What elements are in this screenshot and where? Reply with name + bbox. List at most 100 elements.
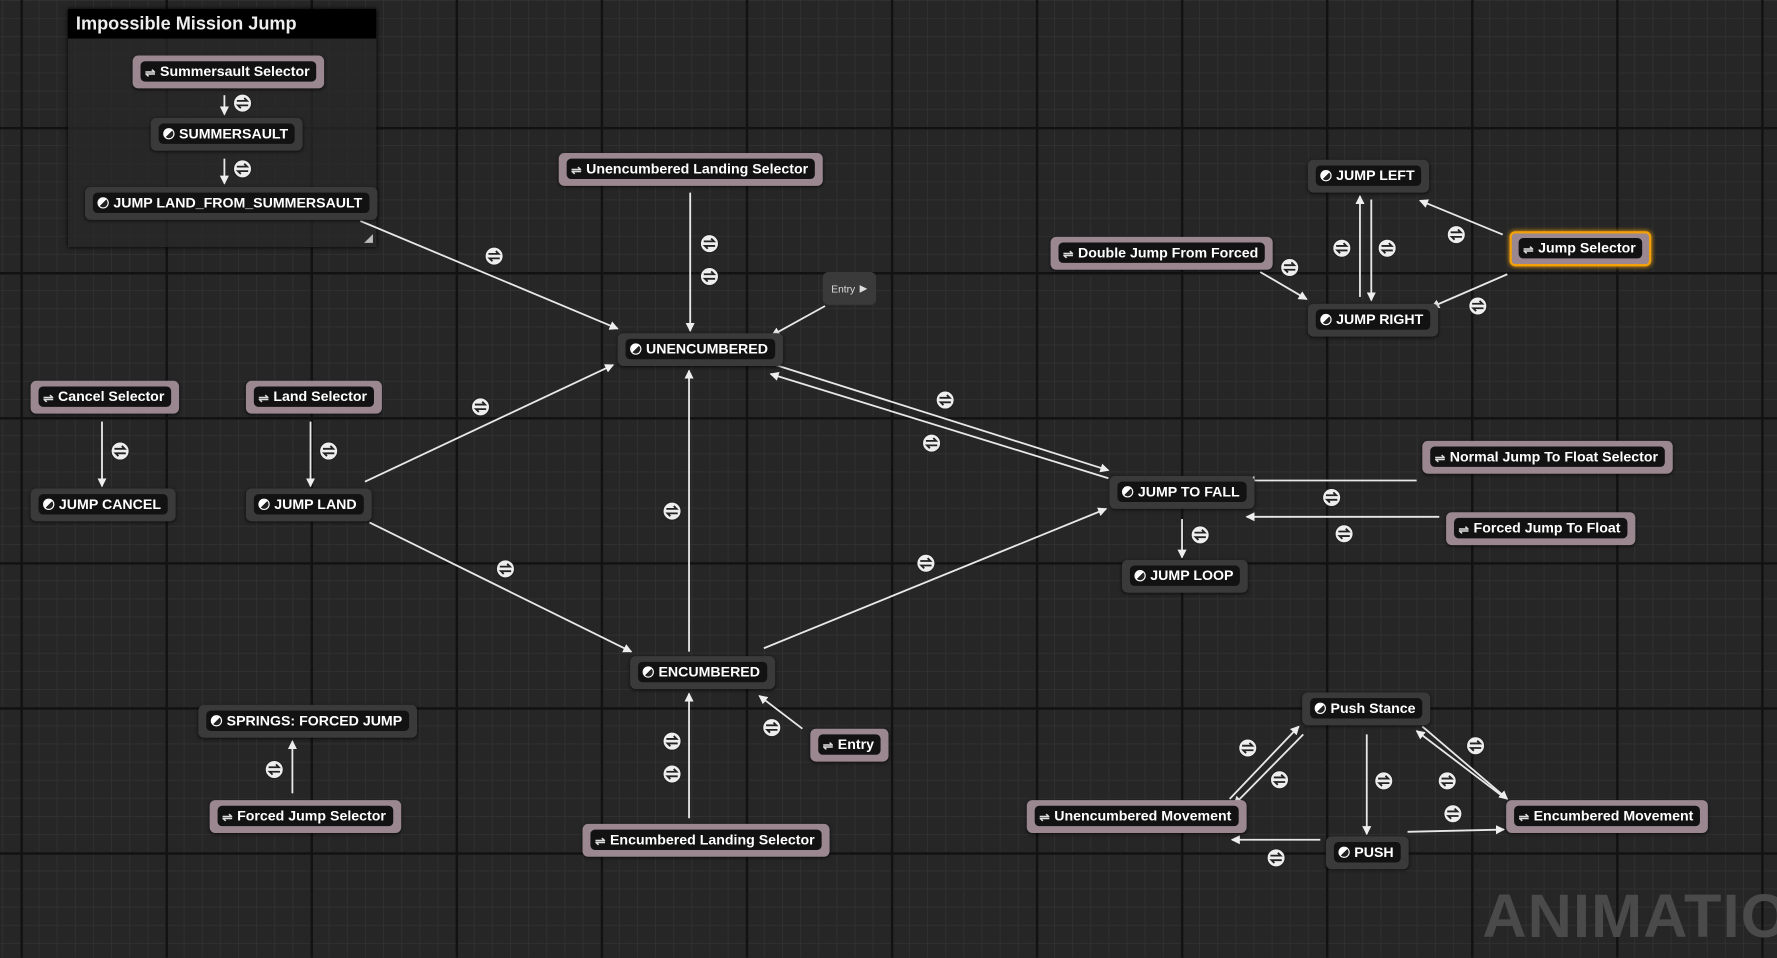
selector-icon: ⇌ [1434, 452, 1446, 466]
selector-icon: ⇌ [1039, 811, 1050, 826]
state-icon [642, 666, 654, 678]
node-double-jump-from-forced[interactable]: ⇌Double Jump From Forced [1050, 236, 1273, 270]
state-icon [1320, 169, 1332, 182]
node-summersault[interactable]: SUMMERSAULT [150, 117, 303, 151]
node-label: JUMP CANCEL [58, 496, 161, 513]
transition-rule-icon[interactable] [1374, 771, 1394, 791]
entry-arrow-icon: ▶ [859, 282, 868, 294]
transition-rule-icon[interactable] [495, 559, 516, 579]
transition-rule-icon[interactable] [1465, 736, 1486, 756]
state-icon [1320, 313, 1332, 326]
transition-rule-icon[interactable] [662, 731, 682, 751]
node-label: Summersault Selector [160, 63, 310, 80]
state-icon [1338, 846, 1350, 858]
selector-icon: ⇌ [258, 392, 269, 406]
transition-rule-icon[interactable] [662, 501, 682, 521]
node-unencumbered-movement[interactable]: ⇌Unencumbered Movement [1026, 800, 1247, 833]
transition-rule-icon[interactable] [1443, 804, 1463, 824]
node-jump-land[interactable]: JUMP LAND [245, 488, 372, 522]
node-encumbered[interactable]: ENCUMBERED [630, 656, 775, 690]
state-icon [630, 343, 642, 355]
node-push-stance[interactable]: Push Stance [1302, 692, 1431, 726]
transition-arrow [769, 371, 1109, 480]
transition-rule-icon[interactable] [699, 266, 720, 287]
node-springs-forced-jump[interactable]: SPRINGS: FORCED JUMP [198, 704, 417, 738]
node-label: Unencumbered Landing Selector [586, 160, 809, 177]
node-jump-loop[interactable]: JUMP LOOP [1121, 559, 1249, 593]
transition-arrow [1430, 273, 1508, 309]
node-jump-right[interactable]: JUMP RIGHT [1307, 303, 1439, 337]
transition-rule-icon[interactable] [232, 93, 253, 113]
transition-arrow [369, 521, 633, 653]
transition-rule-icon[interactable] [1437, 771, 1457, 791]
comment-title: Impossible Mission Jump [67, 9, 377, 39]
transition-rule-icon[interactable] [1334, 524, 1354, 544]
transition-arrow [1407, 825, 1506, 835]
transition-rule-icon[interactable] [1238, 738, 1258, 758]
selector-icon: ⇌ [145, 66, 156, 81]
selector-icon: ⇌ [822, 740, 834, 754]
transition-rule-icon[interactable] [1332, 238, 1352, 258]
transition-rule-icon[interactable] [699, 234, 720, 254]
transition-arrow [1418, 199, 1504, 236]
node-forced-jump-to-float[interactable]: ⇌Forced Jump To Float [1446, 512, 1636, 546]
transition-rule-icon[interactable] [935, 390, 955, 410]
transition-rule-icon[interactable] [916, 553, 936, 573]
node-unencumbered[interactable]: UNENCUMBERED [617, 333, 783, 367]
selector-icon: ⇌ [43, 392, 54, 406]
transition-rule-icon[interactable] [921, 433, 942, 453]
node-label: JUMP LAND [274, 496, 357, 513]
transition-arrow [774, 364, 1110, 473]
transition-rule-icon[interactable] [1190, 525, 1210, 545]
node-jump-cancel[interactable]: JUMP CANCEL [30, 488, 176, 522]
node-jump-selector[interactable]: ⇌Jump Selector [1509, 231, 1652, 267]
node-jump-to-fall[interactable]: JUMP TO FALL [1109, 475, 1255, 509]
node-normal-jump-to-float-selector[interactable]: ⇌Normal Jump To Float Selector [1422, 440, 1673, 474]
entry-node[interactable]: Entry▶ [822, 271, 877, 305]
transition-arrow [758, 695, 803, 730]
node-push[interactable]: PUSH [1325, 836, 1409, 870]
node-jump-left[interactable]: JUMP LEFT [1307, 159, 1430, 193]
node-label: Forced Jump To Float [1473, 520, 1621, 537]
transition-rule-icon[interactable] [1468, 296, 1488, 316]
node-cancel-selector[interactable]: ⇌Cancel Selector [30, 380, 180, 414]
transition-rule-icon[interactable] [232, 159, 253, 179]
node-label: Forced Jump Selector [237, 808, 386, 824]
node-label: SUMMERSAULT [179, 125, 289, 142]
transition-rule-icon[interactable] [662, 764, 682, 784]
transition-rule-icon[interactable] [1266, 848, 1286, 868]
node-entry[interactable]: ⇌Entry [810, 728, 889, 762]
node-label: UNENCUMBERED [645, 341, 768, 357]
transition-rule-icon[interactable] [484, 246, 504, 266]
selector-icon: ⇌ [222, 811, 233, 826]
node-label: Jump Selector [1538, 240, 1636, 257]
node-unencumbered-landing-selector[interactable]: ⇌Unencumbered Landing Selector [558, 152, 823, 186]
transition-rule-icon[interactable] [470, 397, 491, 417]
selector-icon: ⇌ [594, 835, 606, 849]
state-icon [1314, 702, 1326, 714]
node-label: Land Selector [273, 388, 368, 405]
node-forced-jump-selector[interactable]: ⇌ Forced Jump Selector [209, 800, 401, 833]
node-jump-land-from-summersault[interactable]: JUMP LAND_FROM_SUMMERSAULT [84, 186, 378, 220]
transition-rule-icon[interactable] [319, 441, 339, 461]
transition-rule-icon[interactable] [1321, 487, 1342, 508]
state-icon [258, 498, 270, 510]
state-icon [97, 197, 109, 209]
transition-rule-icon[interactable] [264, 759, 284, 780]
transition-rule-icon[interactable] [110, 441, 130, 461]
node-label: ENCUMBERED [658, 664, 760, 680]
node-encumbered-movement[interactable]: ⇌Encumbered Movement [1506, 800, 1709, 833]
transition-rule-icon[interactable] [1446, 224, 1466, 245]
node-label: Encumbered Movement [1533, 808, 1694, 824]
transition-rule-icon[interactable] [1377, 238, 1397, 258]
transition-rule-icon[interactable] [1280, 257, 1300, 278]
transition-rule-icon[interactable] [1269, 770, 1290, 790]
node-summersault-selector[interactable]: ⇌ Summersault Selector [132, 55, 325, 89]
node-land-selector[interactable]: ⇌ Land Selector [245, 380, 382, 414]
node-encumbered-landing-selector[interactable]: ⇌Encumbered Landing Selector [582, 823, 830, 857]
resize-grip-icon[interactable]: ◢ [364, 232, 373, 245]
transition-rule-icon[interactable] [762, 717, 782, 738]
transition-arrow [360, 220, 619, 330]
